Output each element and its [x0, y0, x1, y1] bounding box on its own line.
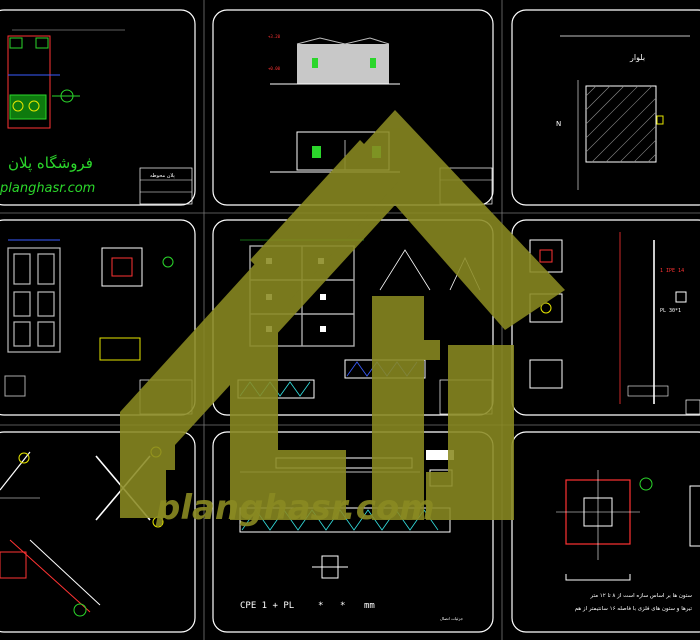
svg-text:+0.00: +0.00 — [268, 66, 281, 71]
svg-text:*: * — [318, 601, 323, 611]
brand-url: planghasr.com — [0, 181, 95, 196]
boulevard-label: بلوار — [629, 53, 645, 62]
panel-6-base-plate: 1 IPE 14 PL 30*1 — [529, 232, 700, 415]
panel-frame-8 — [212, 431, 494, 633]
watermark-text: planghasr.com — [155, 488, 435, 528]
sheet-title-1: پلان محوطه — [150, 173, 175, 179]
note-line-1: ستون ها بر اساس سازه است از ۸ تا ۱۲ متر — [589, 593, 692, 599]
panel-frame-4 — [0, 219, 196, 416]
panel-9-column-plate: ستون ها بر اساس سازه است از ۸ تا ۱۲ متر … — [556, 470, 700, 612]
panel-frame-3 — [511, 9, 700, 206]
svg-text:*: * — [340, 601, 345, 611]
panel-frame-1 — [0, 9, 196, 206]
unit-label: mm — [364, 601, 375, 611]
svg-text:+3.20: +3.20 — [268, 34, 281, 39]
title-block-1 — [139, 167, 193, 205]
north-mark: N — [556, 120, 561, 128]
watermark-logo — [120, 110, 565, 520]
panel-1-site-plan: فروشگاه پلان planghasr.com پلان محوطه — [0, 29, 193, 205]
panel-3-boulevard: بلوار N — [556, 35, 690, 190]
panel-frame-7 — [0, 431, 196, 633]
brand-name-fa: فروشگاه پلان — [8, 154, 93, 173]
section-caption: جزئیات اتصال — [440, 616, 464, 621]
panel-frame-6 — [511, 219, 700, 416]
sheet-frames — [0, 9, 700, 633]
panel-frame-9 — [511, 431, 700, 633]
ipe-note: 1 IPE 14 — [660, 268, 684, 274]
plate-note: PL 30*1 — [660, 308, 681, 314]
profile-formula: CPE 1 + PL — [240, 601, 294, 611]
note-line-2: تیرها و ستون های فلزی با فاصله ۱۶ سانتیم… — [575, 606, 693, 612]
